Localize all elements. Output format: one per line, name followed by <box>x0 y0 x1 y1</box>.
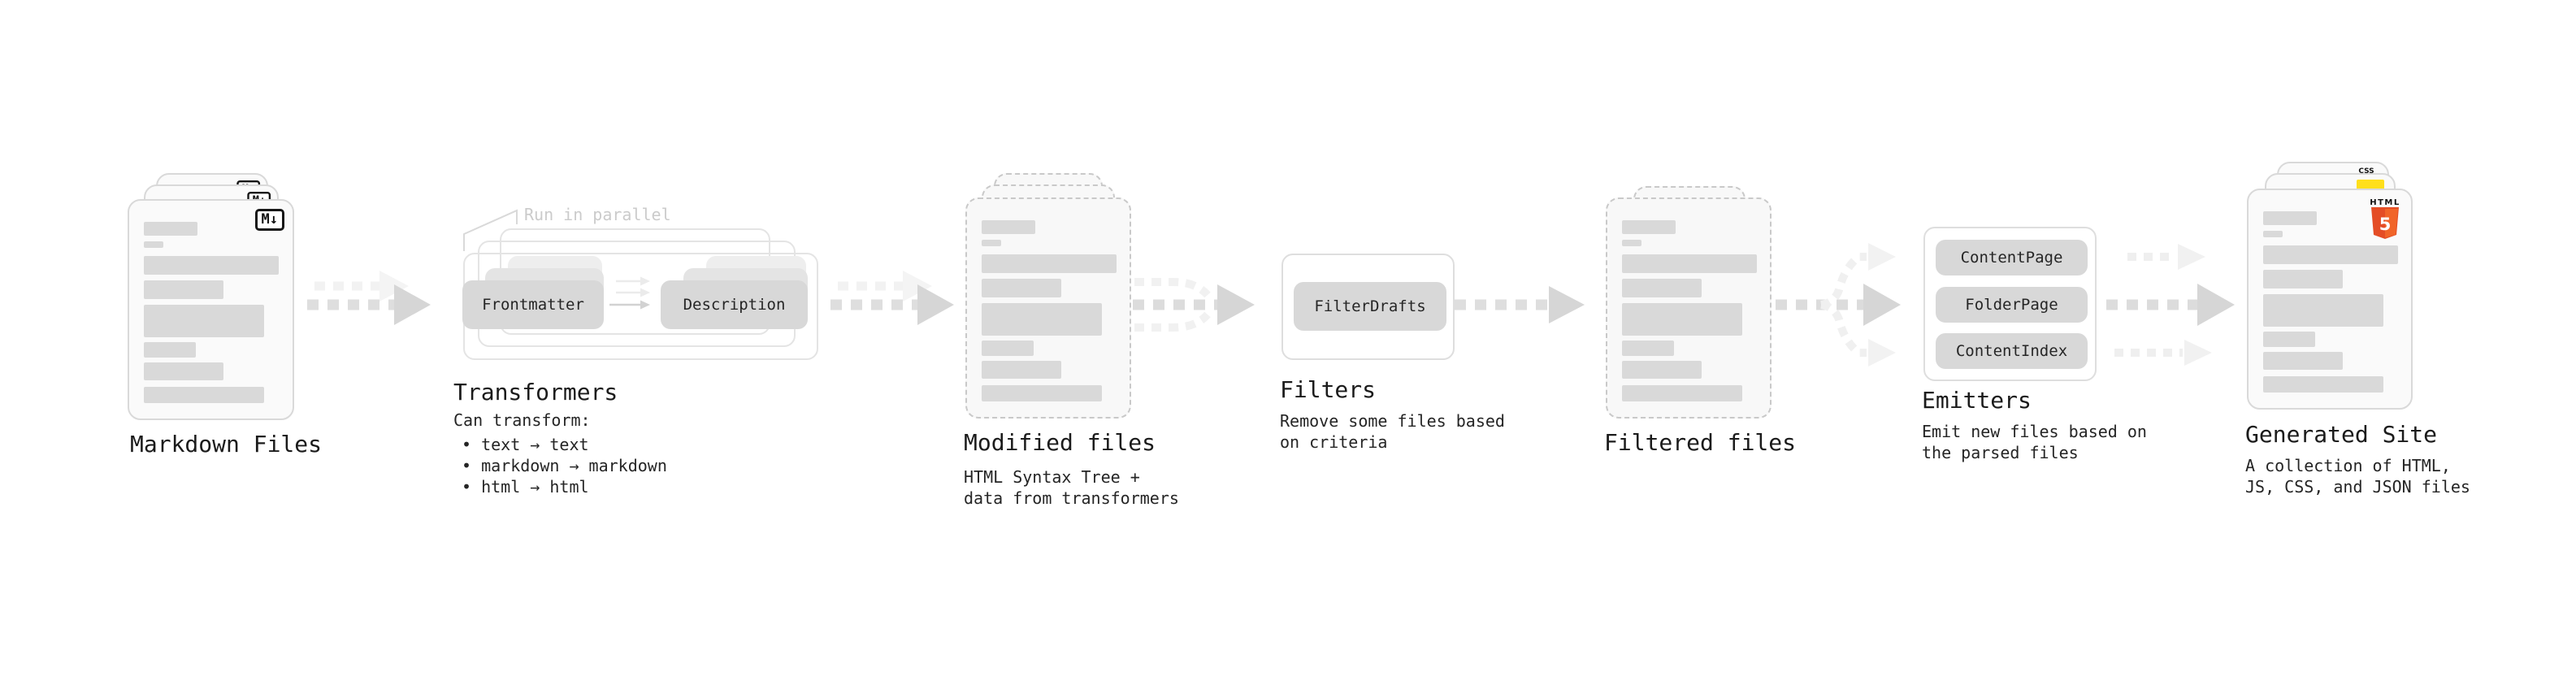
flow-arrow-filtered-to-emitters <box>1776 243 1901 367</box>
emitters-title: Emitters <box>1922 387 2032 414</box>
file-content-bars <box>982 220 1117 401</box>
file-content-bars <box>2263 211 2398 393</box>
file-card-html: HTML 5 <box>2247 189 2413 410</box>
filters-panel: FilterDrafts <box>1281 254 1455 360</box>
generated-site-title: Generated Site <box>2245 421 2438 448</box>
transformers-desc: Can transform: <box>453 410 591 430</box>
note-callout-line <box>463 209 518 251</box>
file-card-front <box>965 197 1131 419</box>
filters-desc: Remove some files based <box>1280 411 1505 431</box>
modified-files-desc: HTML Syntax Tree + <box>964 467 1140 487</box>
file-content-bars <box>144 222 279 403</box>
contentpage-emitter: ContentPage <box>1936 240 2088 275</box>
filters-desc: on criteria <box>1280 432 1388 452</box>
transformers-bullet: • markdown → markdown <box>462 456 667 475</box>
transformers-bullet: • text → text <box>462 435 589 454</box>
filterdrafts-label: FilterDrafts <box>1314 297 1426 315</box>
filtered-files-title: Filtered files <box>1604 429 1797 456</box>
folderpage-label: FolderPage <box>1965 296 2058 314</box>
filters-title: Filters <box>1280 376 1377 403</box>
markdown-files-title: Markdown Files <box>130 431 323 458</box>
html5-shield: 5 <box>2371 207 2399 239</box>
filterdrafts-filter: FilterDrafts <box>1294 282 1446 331</box>
html5-logo-text: HTML <box>2370 198 2400 207</box>
flow-arrow-filters-to-filtered <box>1455 286 1585 323</box>
modified-files-stack <box>965 173 1132 421</box>
contentpage-label: ContentPage <box>1960 249 2063 267</box>
file-card-front <box>1606 197 1772 419</box>
flow-arrow-markdown-to-transformers <box>307 271 431 325</box>
css-logo-text: CSS <box>2358 167 2374 176</box>
transformers-bullet: • html → html <box>462 477 589 497</box>
generated-site-desc: A collection of HTML, <box>2245 456 2451 475</box>
html5-logo: HTML 5 <box>2369 198 2401 243</box>
file-content-bars <box>1622 220 1757 401</box>
folderpage-emitter: FolderPage <box>1936 287 2088 323</box>
svg-text:5: 5 <box>2379 215 2392 234</box>
run-in-parallel-note: Run in parallel <box>524 205 671 224</box>
description-label: Description <box>683 296 786 314</box>
markdown-badge: M↓ <box>254 209 284 231</box>
modified-files-title: Modified files <box>964 429 1156 456</box>
filtered-files-stack <box>1606 186 1772 421</box>
contentindex-label: ContentIndex <box>1955 342 2068 360</box>
transformers-title: Transformers <box>453 379 618 406</box>
flow-arrow-transformers-to-modified <box>830 271 954 325</box>
transformer-step-arrows <box>609 276 650 310</box>
emitters-desc: the parsed files <box>1922 443 2079 462</box>
emitters-panel: ContentPage FolderPage ContentIndex <box>1923 227 2097 381</box>
contentindex-emitter: ContentIndex <box>1936 333 2088 369</box>
frontmatter-transformer: Frontmatter <box>462 280 604 329</box>
generated-site-stack: CSS HTML 5 <box>2247 162 2413 410</box>
frontmatter-label: Frontmatter <box>482 296 584 314</box>
modified-files-desc: data from transformers <box>964 488 1179 508</box>
emitters-desc: Emit new files based on <box>1922 422 2147 441</box>
description-transformer: Description <box>661 280 808 329</box>
markdown-files-stack: M↓ M↓ M↓ <box>128 162 294 420</box>
file-card-front: M↓ <box>128 199 294 420</box>
flow-arrow-emitters-to-generated <box>2106 244 2235 366</box>
generated-site-desc: JS, CSS, and JSON files <box>2245 477 2470 497</box>
flow-arrow-modified-to-filters <box>1133 278 1255 332</box>
